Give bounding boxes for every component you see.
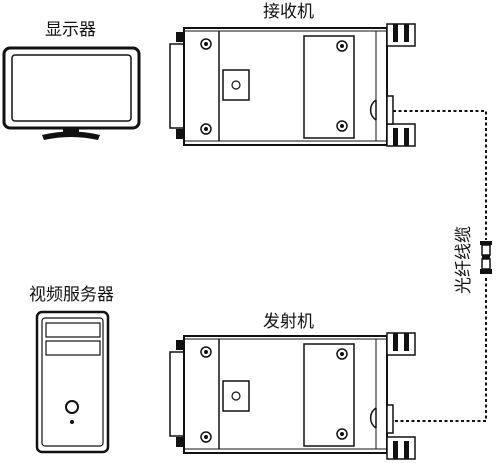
transmitter-device-icon bbox=[169, 332, 416, 460]
fiber-connector-icon bbox=[480, 241, 492, 274]
fiber-cable-line bbox=[393, 110, 487, 422]
monitor-icon bbox=[2, 46, 141, 140]
video-server-label: 视频服务器 bbox=[29, 285, 114, 305]
receiver-label: 接收机 bbox=[263, 2, 314, 22]
computer-tower-icon bbox=[35, 310, 110, 454]
receiver-device-icon bbox=[169, 23, 416, 147]
fiber-cable-label: 光纤线缆 bbox=[454, 226, 474, 294]
transmitter-label: 发射机 bbox=[263, 312, 314, 332]
monitor-label: 显示器 bbox=[45, 20, 96, 40]
